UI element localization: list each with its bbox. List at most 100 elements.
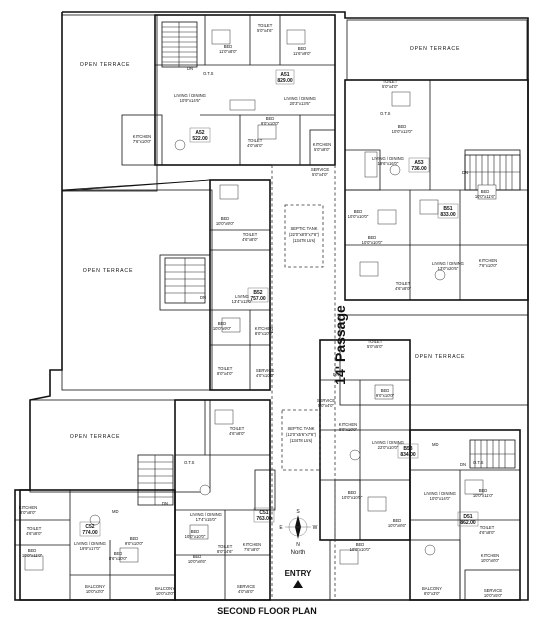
room-name: KITCHEN [255,326,273,331]
room-name: LIVING / DINING [372,156,404,161]
room-name: TOILET [480,525,495,530]
svg-text:A53: A53 [414,160,423,166]
room-dimension: 8'0"x4'6" [217,549,233,554]
svg-text:(12'0"x5'6"x7'6"): (12'0"x5'6"x7'6") [286,432,317,437]
terrace-bottom-left [29,399,211,493]
room-name: BALCONY [155,586,175,591]
staircase-right [464,154,521,191]
compass-e: E [279,525,283,531]
staircase-top [161,21,198,68]
misc-marks: DN DN DN DN DN DN MD MD O.T.S O.T.S O.T.… [112,66,484,514]
svg-text:B52: B52 [253,290,262,296]
room-name: SERVICE [317,398,336,403]
room-name: BALCONY [422,586,442,591]
svg-text:(13478 Ltrs): (13478 Ltrs) [293,238,316,243]
room-name: KITCHEN [313,142,331,147]
unit-tag-c52: C52 774.00 [79,521,101,537]
room-dimension: 10'0"x14'0" [430,496,451,501]
room-dimension: 13'0"x20'6" [438,266,459,271]
room-name: BED [479,488,488,493]
room-dimension: 10'0"x10'0" [348,214,369,219]
room-dimension: 10'9"x14'6" [180,98,201,103]
room-name: LIVING / DINING [190,512,222,517]
terrace-label-4: OPEN TERRACE [415,354,465,360]
room-name: TOILET [218,544,233,549]
room-dimension: 5'0"x4'0" [318,403,334,408]
terrace-label-1: OPEN TERRACE [80,62,130,68]
mark-dn-3: DN [200,295,206,300]
room-dimension: 8'0"x3'0" [424,591,440,596]
room-dimension: 22'0"x10'0" [378,445,399,450]
room-dimension: 9'0"x10'0" [125,541,144,546]
room-dimension: 8'0"x10'0" [339,427,358,432]
unit-block-b52 [159,179,271,391]
room-dimension: 8'0"x10'0" [255,331,274,336]
septic-tank-2 [281,409,321,471]
room-name: TOILET [230,426,245,431]
room-name: LIVING / DINING [284,96,316,101]
svg-text:833.00: 833.00 [440,212,456,218]
room-name: TOILET [243,232,258,237]
unit-tag-d51: D51 862.00 [457,511,479,527]
room-name: SERVICE [237,584,256,589]
room-name: TOILET [218,366,233,371]
svg-text:C52: C52 [85,524,94,530]
mark-ots-1: O.T.S [203,71,214,76]
room-name: BALCONY [85,584,105,589]
room-dimension: 19'6"x16'0" [378,161,399,166]
room-name: LIVING / DINING [74,541,106,546]
compass-n: N [296,542,300,548]
room-name: KITCHEN [479,258,497,263]
room-name: LIVING [235,294,249,299]
room-dimension: 10'0"x9'0" [216,221,235,226]
room-labels: BED11'0"x8'0"TOILET5'0"x4'6"BED11'6"x9'0… [19,23,503,598]
mark-ots-4: O.T.S [473,460,484,465]
staircase-bottom [137,454,174,506]
room-dimension: 19'9"x17'0" [80,546,101,551]
room-name: BED [218,321,227,326]
mark-dn-6: DN [460,462,466,467]
passage [271,164,336,600]
svg-text:SEPTIC TANK: SEPTIC TANK [290,226,317,231]
room-dimension: 10'0"x10'0" [342,495,363,500]
room-name: BED [298,46,307,51]
entry-arrow-icon [293,580,303,588]
unit-tag-c51: C51 763.00 [253,507,275,523]
mark-dn-1: DN [187,66,193,71]
unit-tag-b53: B53 834.00 [397,443,419,459]
room-dimension: 20'3"x13'6" [290,101,311,106]
room-name: LIVING / DINING [424,491,456,496]
room-dimension: 10'0"x8'0" [481,558,500,563]
svg-text:B53: B53 [403,446,412,452]
room-name: TOILET [248,138,263,143]
svg-text:D51: D51 [463,514,472,520]
room-name: BED [356,542,365,547]
room-dimension: 10'0"x8'6" [388,523,407,528]
room-dimension: 10'0"x9'0" [213,326,232,331]
svg-text:(22'0"x8'0"x7'6"): (22'0"x8'0"x7'6") [289,232,320,237]
room-dimension: 7'6"x10'0" [479,263,498,268]
